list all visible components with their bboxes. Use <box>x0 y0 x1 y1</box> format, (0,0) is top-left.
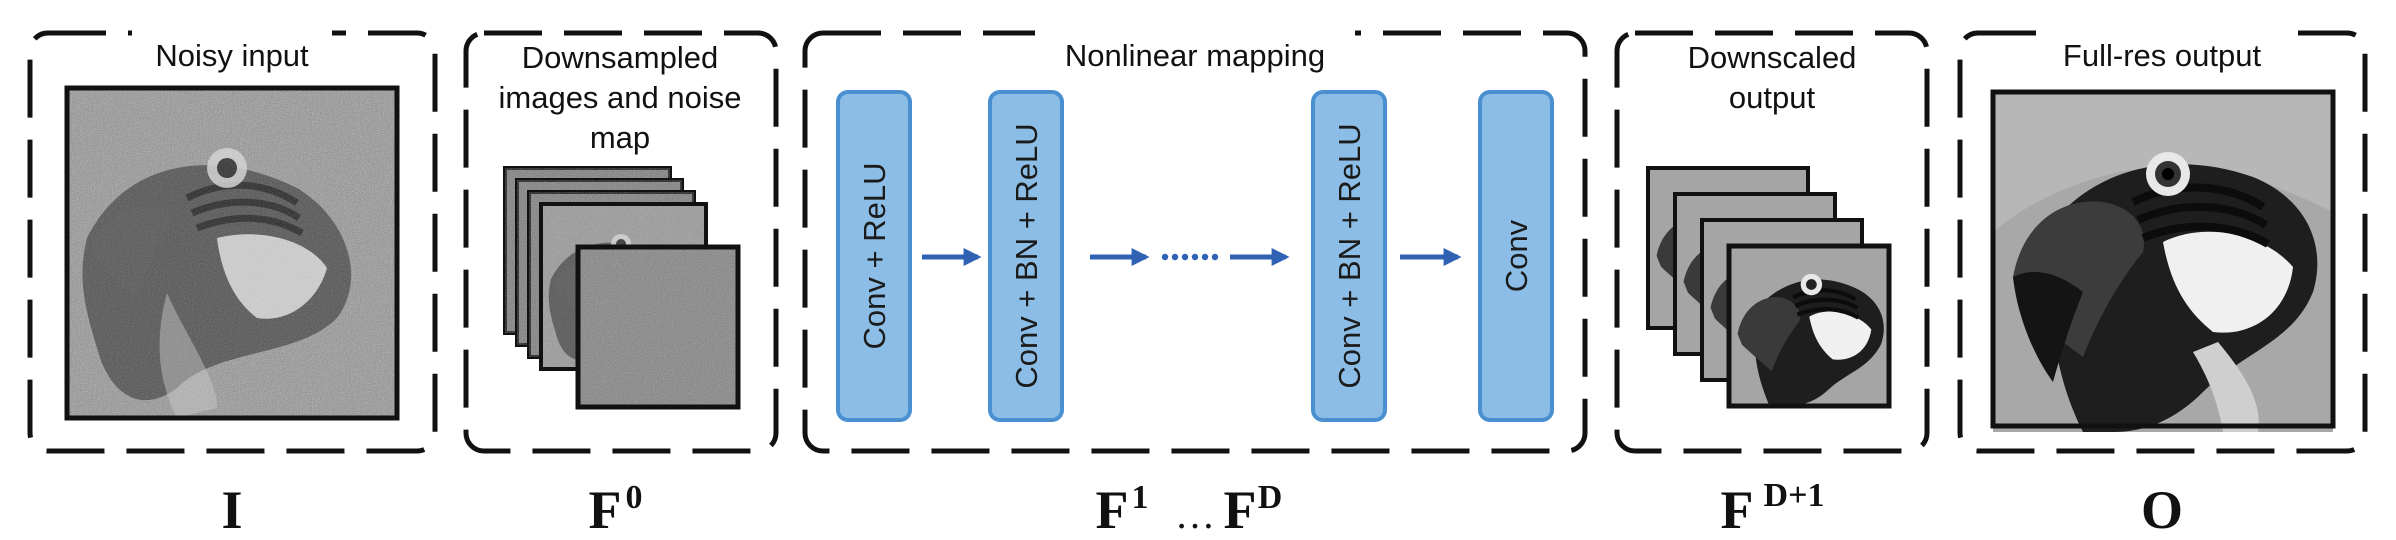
svg-text:F: F <box>1224 480 1257 540</box>
dotted-continuation <box>1161 253 1219 261</box>
full-res-output-image <box>1993 92 2333 432</box>
layer-block-3: Conv + BN + ReLU <box>1311 90 1387 422</box>
svg-text:0: 0 <box>626 479 643 516</box>
layer-block-1: Conv + ReLU <box>836 90 912 422</box>
downsampled-title-line-1: Downsampled <box>522 40 718 75</box>
symbol-O: O <box>2141 480 2183 540</box>
layer-block-4: Conv <box>1478 90 1554 422</box>
downscaled-title-line-2: output <box>1729 80 1816 115</box>
layer-block-2: Conv + BN + ReLU <box>988 90 1064 422</box>
layer-label-2: Conv + BN + ReLU <box>1009 123 1044 388</box>
downscaled-title-line-1: Downscaled <box>1688 40 1857 75</box>
symbol-I: I <box>221 480 242 540</box>
downsampled-image-stack <box>503 166 741 410</box>
symbol-F0: F 0 <box>589 479 643 540</box>
noisy-input-title: Noisy input <box>155 38 309 73</box>
symbol-F1-to-FD: F 1 … F D <box>1096 479 1283 540</box>
svg-text:F: F <box>1096 480 1129 540</box>
panel-frame-downsampled <box>463 30 779 454</box>
nonlinear-title: Nonlinear mapping <box>1065 38 1325 73</box>
svg-text:…: … <box>1175 492 1215 537</box>
layer-label-4: Conv <box>1499 219 1534 292</box>
svg-text:D: D <box>1258 479 1283 516</box>
svg-text:D+1: D+1 <box>1764 477 1825 514</box>
full-res-title: Full-res output <box>2063 38 2262 73</box>
symbol-FD1: F D+1 <box>1721 477 1825 540</box>
panel-frame-nonlinear <box>802 30 1588 454</box>
layer-label-1: Conv + ReLU <box>857 163 892 350</box>
downsampled-title-line-2: images and noise <box>499 80 742 115</box>
svg-text:F: F <box>589 480 622 540</box>
svg-text:1: 1 <box>1132 479 1149 516</box>
layer-label-3: Conv + BN + ReLU <box>1332 123 1367 388</box>
downsampled-title-line-3: map <box>590 120 650 155</box>
downscaled-image-stack <box>1648 168 1890 407</box>
svg-text:F: F <box>1721 480 1754 540</box>
panel-frame-downscaled <box>1614 30 1930 454</box>
noisy-input-image <box>67 88 397 418</box>
